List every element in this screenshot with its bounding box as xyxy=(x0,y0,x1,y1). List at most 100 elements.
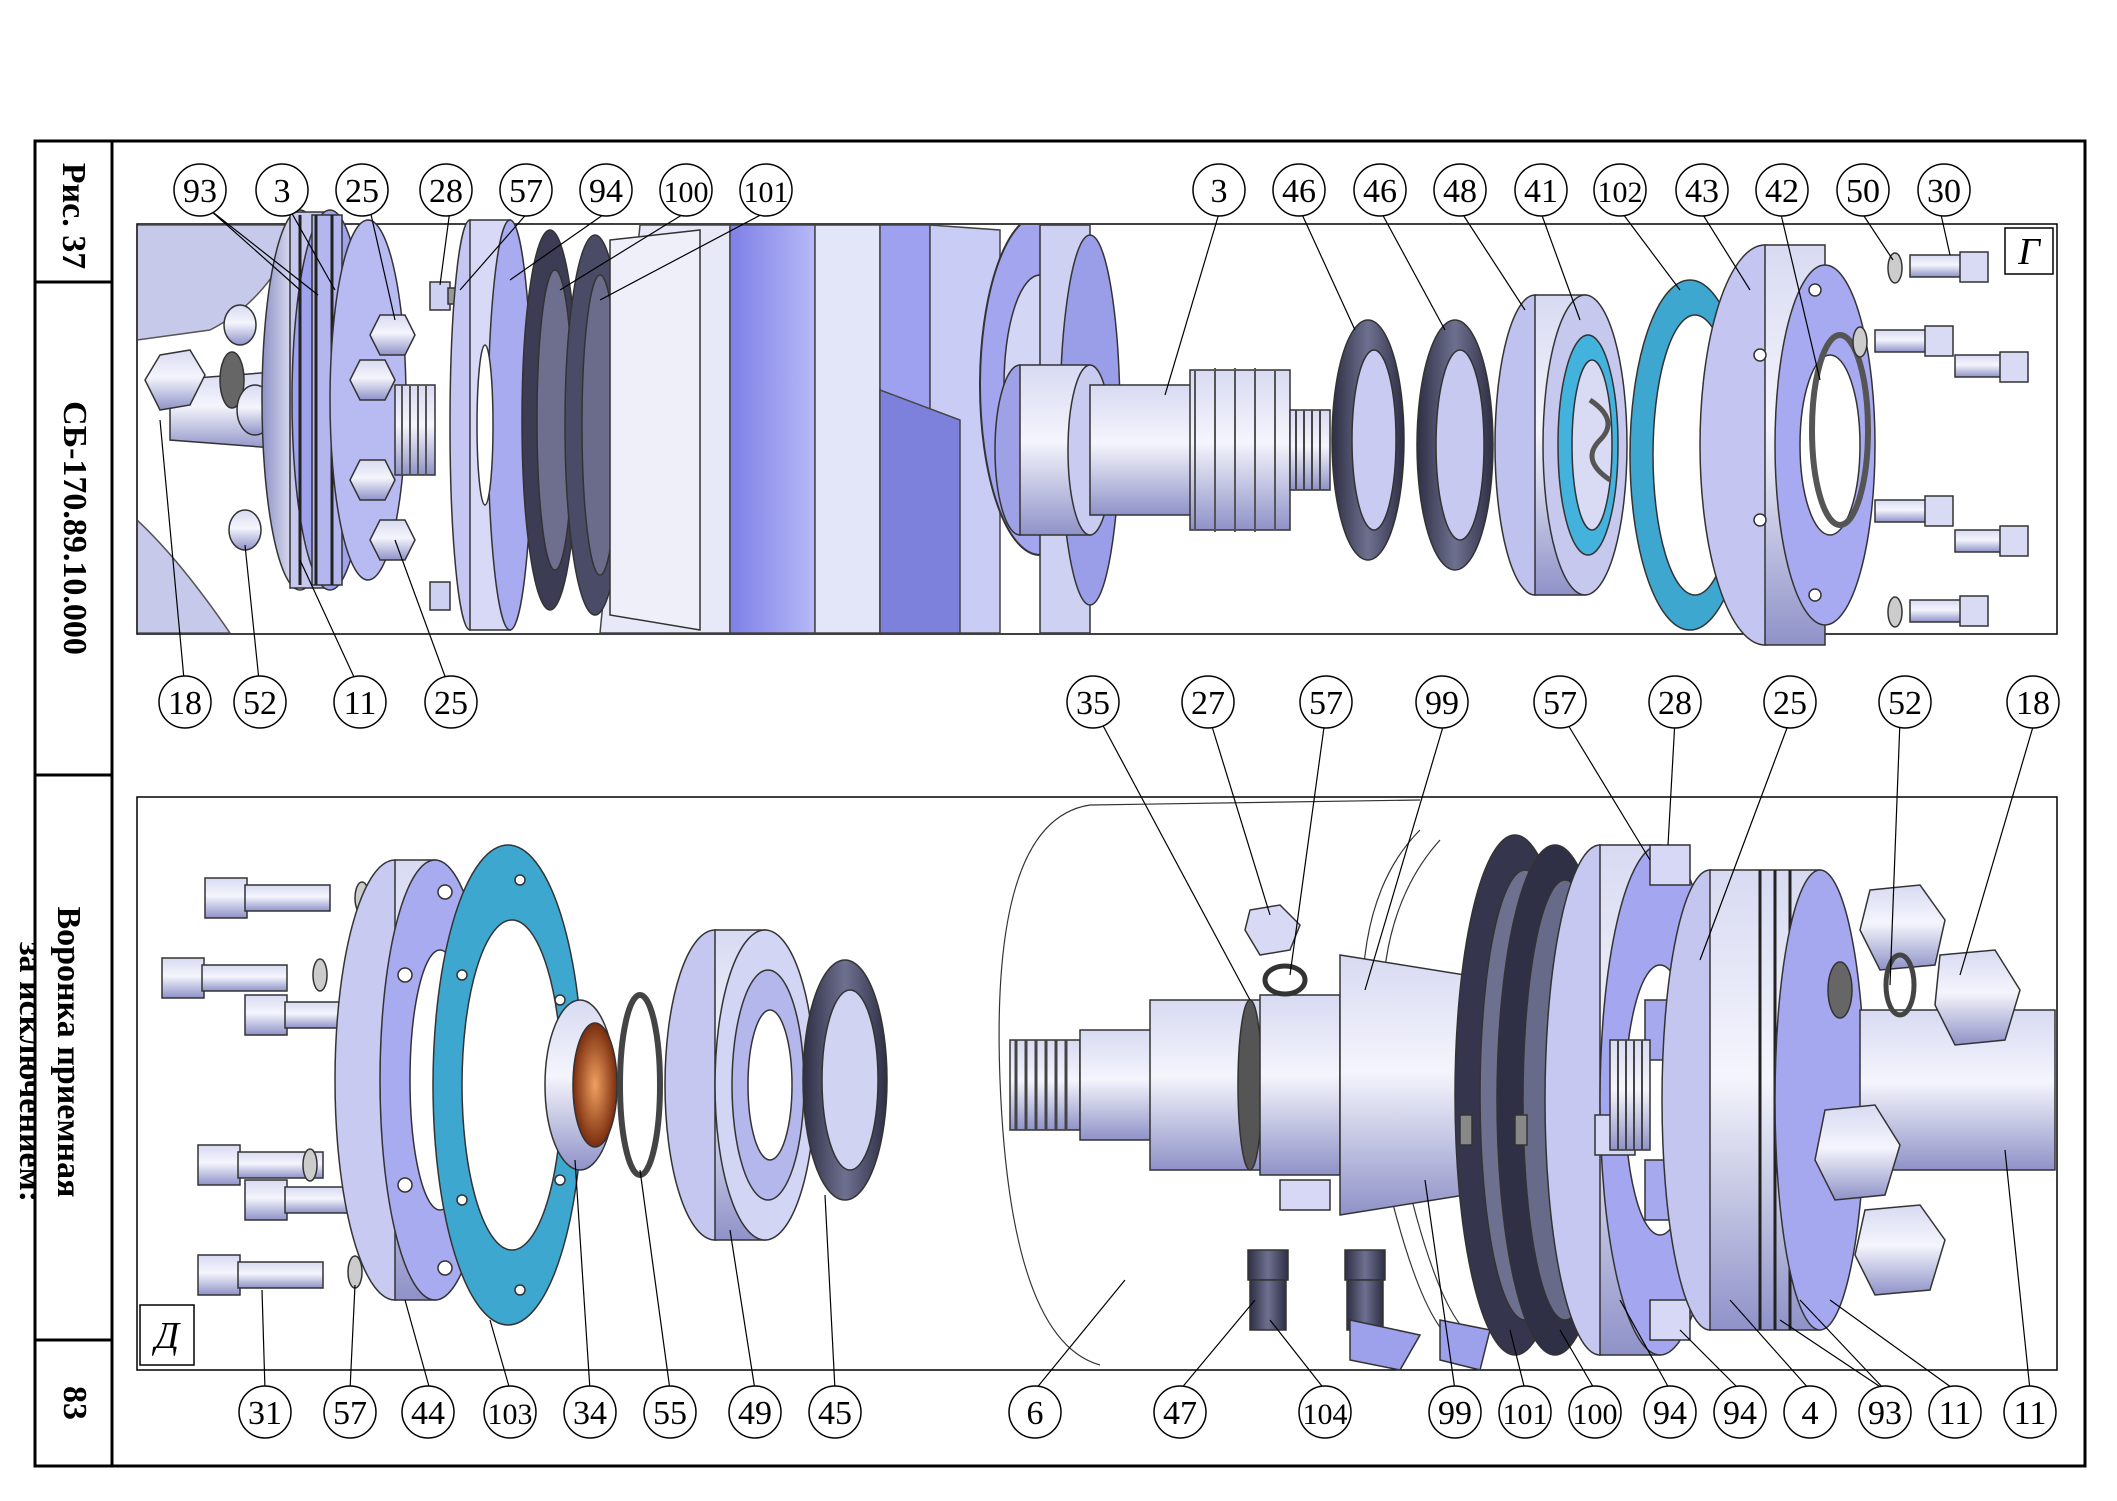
callout-circle xyxy=(323,1385,377,1439)
callout-number: 49 xyxy=(738,1395,772,1432)
callout-number: 101 xyxy=(744,176,789,209)
callout-circle xyxy=(728,1385,782,1439)
callout-number: 11 xyxy=(344,685,377,722)
callout-circle xyxy=(579,163,633,217)
callout-circle xyxy=(238,1385,292,1439)
callout-number: 3 xyxy=(1211,173,1228,210)
callout-number: 50 xyxy=(1846,173,1880,210)
callout-number: 52 xyxy=(1888,685,1922,722)
callout-number: 103 xyxy=(488,1398,533,1431)
callout-number: 27 xyxy=(1191,685,1225,722)
callout-number: 35 xyxy=(1076,685,1110,722)
callout-circle xyxy=(1713,1385,1767,1439)
callout-circle xyxy=(2006,675,2060,729)
callout-number: 94 xyxy=(1723,1395,1757,1432)
callout-circle xyxy=(739,163,793,217)
callout-number: 28 xyxy=(1658,685,1692,722)
callout-number: 25 xyxy=(434,685,468,722)
callout-circle xyxy=(643,1385,697,1439)
callout-number: 57 xyxy=(509,173,543,210)
callout-circle xyxy=(419,163,473,217)
callout-number: 57 xyxy=(333,1395,367,1432)
callout-circle xyxy=(233,675,287,729)
view-d-callouts-upper: 35 27 57 99 57 28 25 52 18 xyxy=(1066,675,2060,729)
callout-circle xyxy=(1353,163,1407,217)
nuts-18-bottom xyxy=(1814,884,2056,1296)
callout-number: 4 xyxy=(1802,1395,1819,1432)
callout-number: 28 xyxy=(429,173,463,210)
callout-number: 42 xyxy=(1765,173,1799,210)
callout-circle xyxy=(1498,1385,1552,1439)
callout-circle xyxy=(1917,163,1971,217)
callout-number: 93 xyxy=(1868,1395,1902,1432)
caption-line-1: Воронка приемная xyxy=(50,906,87,1198)
callout-circle xyxy=(1836,163,1890,217)
callout-number: 104 xyxy=(1303,1398,1348,1431)
callout-number: 6 xyxy=(1027,1395,1044,1432)
callout-circle xyxy=(808,1385,862,1439)
callout-number: 100 xyxy=(1573,1398,1618,1431)
callout-circle xyxy=(499,163,553,217)
callout-number: 18 xyxy=(2016,685,2050,722)
callout-number: 55 xyxy=(653,1395,687,1432)
view-g-leaders xyxy=(159,209,1951,691)
shaft-3-top xyxy=(994,364,1331,536)
callout-number: 41 xyxy=(1524,173,1558,210)
callout-circle xyxy=(563,1385,617,1439)
fittings-47-104 xyxy=(1247,1249,1491,1371)
coupling-assembly-top xyxy=(144,209,701,631)
view-d-panel: Д xyxy=(136,675,2060,1439)
callout-circle xyxy=(1643,1385,1697,1439)
figure-label: Рис. 37 xyxy=(55,162,92,270)
callout-number: 57 xyxy=(1543,685,1577,722)
callout-circle xyxy=(1783,1385,1837,1439)
bearing-49-bottom xyxy=(664,929,816,1241)
callout-number: 25 xyxy=(345,173,379,210)
callout-circle xyxy=(1755,163,1809,217)
callout-circle xyxy=(1299,675,1353,729)
callout-number: 11 xyxy=(2014,1395,2047,1432)
page-number: 83 xyxy=(56,1386,93,1420)
callout-circle xyxy=(173,163,227,217)
callout-number: 25 xyxy=(1773,685,1807,722)
callout-circle xyxy=(659,163,713,217)
callout-number: 100 xyxy=(664,176,709,209)
callout-number: 46 xyxy=(1282,173,1316,210)
callout-number: 45 xyxy=(818,1395,852,1432)
seal-45-bottom xyxy=(802,959,888,1201)
callout-number: 47 xyxy=(1163,1395,1197,1432)
callout-circle xyxy=(1066,675,1120,729)
callout-number: 99 xyxy=(1425,685,1459,722)
callout-circle xyxy=(335,163,389,217)
callout-circle xyxy=(483,1385,537,1439)
callout-circle xyxy=(1675,163,1729,217)
callout-circle xyxy=(1878,675,1932,729)
callout-circle xyxy=(1533,675,1587,729)
callout-circle xyxy=(333,675,387,729)
callout-number: 57 xyxy=(1309,685,1343,722)
callout-number: 94 xyxy=(589,173,623,210)
callout-circle xyxy=(1928,1385,1982,1439)
callout-circle xyxy=(1298,1385,1352,1439)
callout-number: 43 xyxy=(1685,173,1719,210)
view-d-letter-box xyxy=(139,1304,195,1366)
bearing-stack-top xyxy=(1331,244,1876,646)
callout-number: 101 xyxy=(1503,1398,1548,1431)
callout-number: 3 xyxy=(274,173,291,210)
callout-circle xyxy=(255,163,309,217)
callout-circle xyxy=(1593,163,1647,217)
callout-number: 31 xyxy=(248,1395,282,1432)
callout-circle xyxy=(2003,1385,2057,1439)
view-d-letter: Д xyxy=(152,1315,181,1357)
callout-number: 18 xyxy=(168,685,202,722)
callout-circle xyxy=(1858,1385,1912,1439)
callout-circle xyxy=(1181,675,1235,729)
callout-number: 46 xyxy=(1363,173,1397,210)
callout-number: 11 xyxy=(1939,1395,1972,1432)
callout-circle xyxy=(401,1385,455,1439)
callout-number: 30 xyxy=(1927,173,1961,210)
